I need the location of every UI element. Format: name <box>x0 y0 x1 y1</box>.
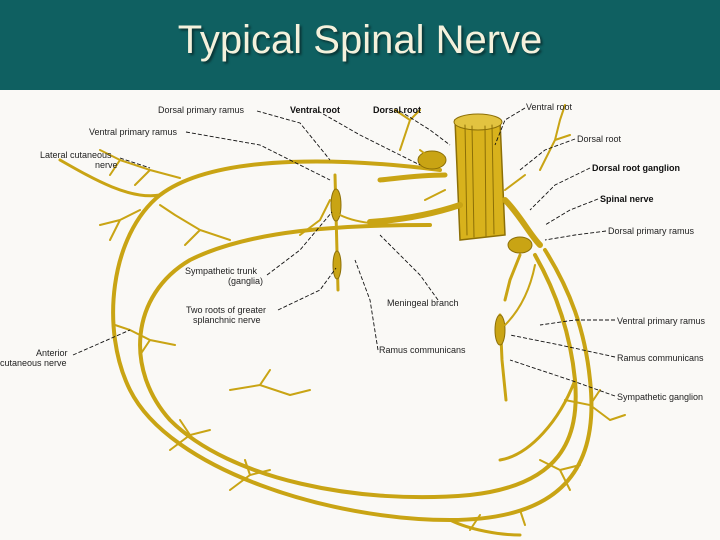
label-ramus-communicans-center: Ramus communicans <box>379 345 466 355</box>
nerve-branches <box>99 104 626 531</box>
leader-lines <box>72 107 616 397</box>
diagram-background <box>0 90 720 540</box>
nerve-loops <box>58 158 594 537</box>
label-meningeal-branch: Meningeal branch <box>387 298 459 308</box>
label-sympathetic-trunk-2: (ganglia) <box>228 276 263 286</box>
label-dorsal-root-top: Dorsal root <box>373 105 421 115</box>
spinal-cord <box>367 113 543 302</box>
title-bar <box>0 0 720 90</box>
label-ventral-primary-ramus-right: Ventral primary ramus <box>617 316 706 326</box>
label-anterior-cutaneous-2: cutaneous nerve <box>0 358 67 368</box>
diagram-svg: Dorsal primary ramus Ventral root Dorsal… <box>0 90 720 540</box>
label-dorsal-root-ganglion: Dorsal root ganglion <box>592 163 680 173</box>
label-dorsal-primary-ramus-top: Dorsal primary ramus <box>158 105 245 115</box>
diagram-labels: Dorsal primary ramus Ventral root Dorsal… <box>0 102 706 402</box>
label-ventral-root-top: Ventral root <box>290 105 340 115</box>
label-two-roots-1: Two roots of greater <box>186 305 266 315</box>
slide-title: Typical Spinal Nerve <box>177 18 543 62</box>
label-sympathetic-ganglion: Sympathetic ganglion <box>617 392 703 402</box>
label-anterior-cutaneous-1: Anterior <box>36 348 68 358</box>
sympathetic-trunk <box>330 173 536 402</box>
label-lateral-cutaneous-2: nerve <box>95 160 118 170</box>
label-dorsal-root-right: Dorsal root <box>577 134 622 144</box>
label-dorsal-primary-ramus-right: Dorsal primary ramus <box>608 226 695 236</box>
label-two-roots-2: splanchnic nerve <box>193 315 261 325</box>
label-lateral-cutaneous-1: Lateral cutaneous <box>40 150 112 160</box>
spinal-nerve-diagram: Dorsal primary ramus Ventral root Dorsal… <box>0 90 720 540</box>
label-ventral-root-right: Ventral root <box>526 102 573 112</box>
label-ventral-primary-ramus-top: Ventral primary ramus <box>89 127 178 137</box>
label-sympathetic-trunk-1: Sympathetic trunk <box>185 266 258 276</box>
label-spinal-nerve: Spinal nerve <box>600 194 654 204</box>
label-ramus-communicans-right: Ramus communicans <box>617 353 704 363</box>
